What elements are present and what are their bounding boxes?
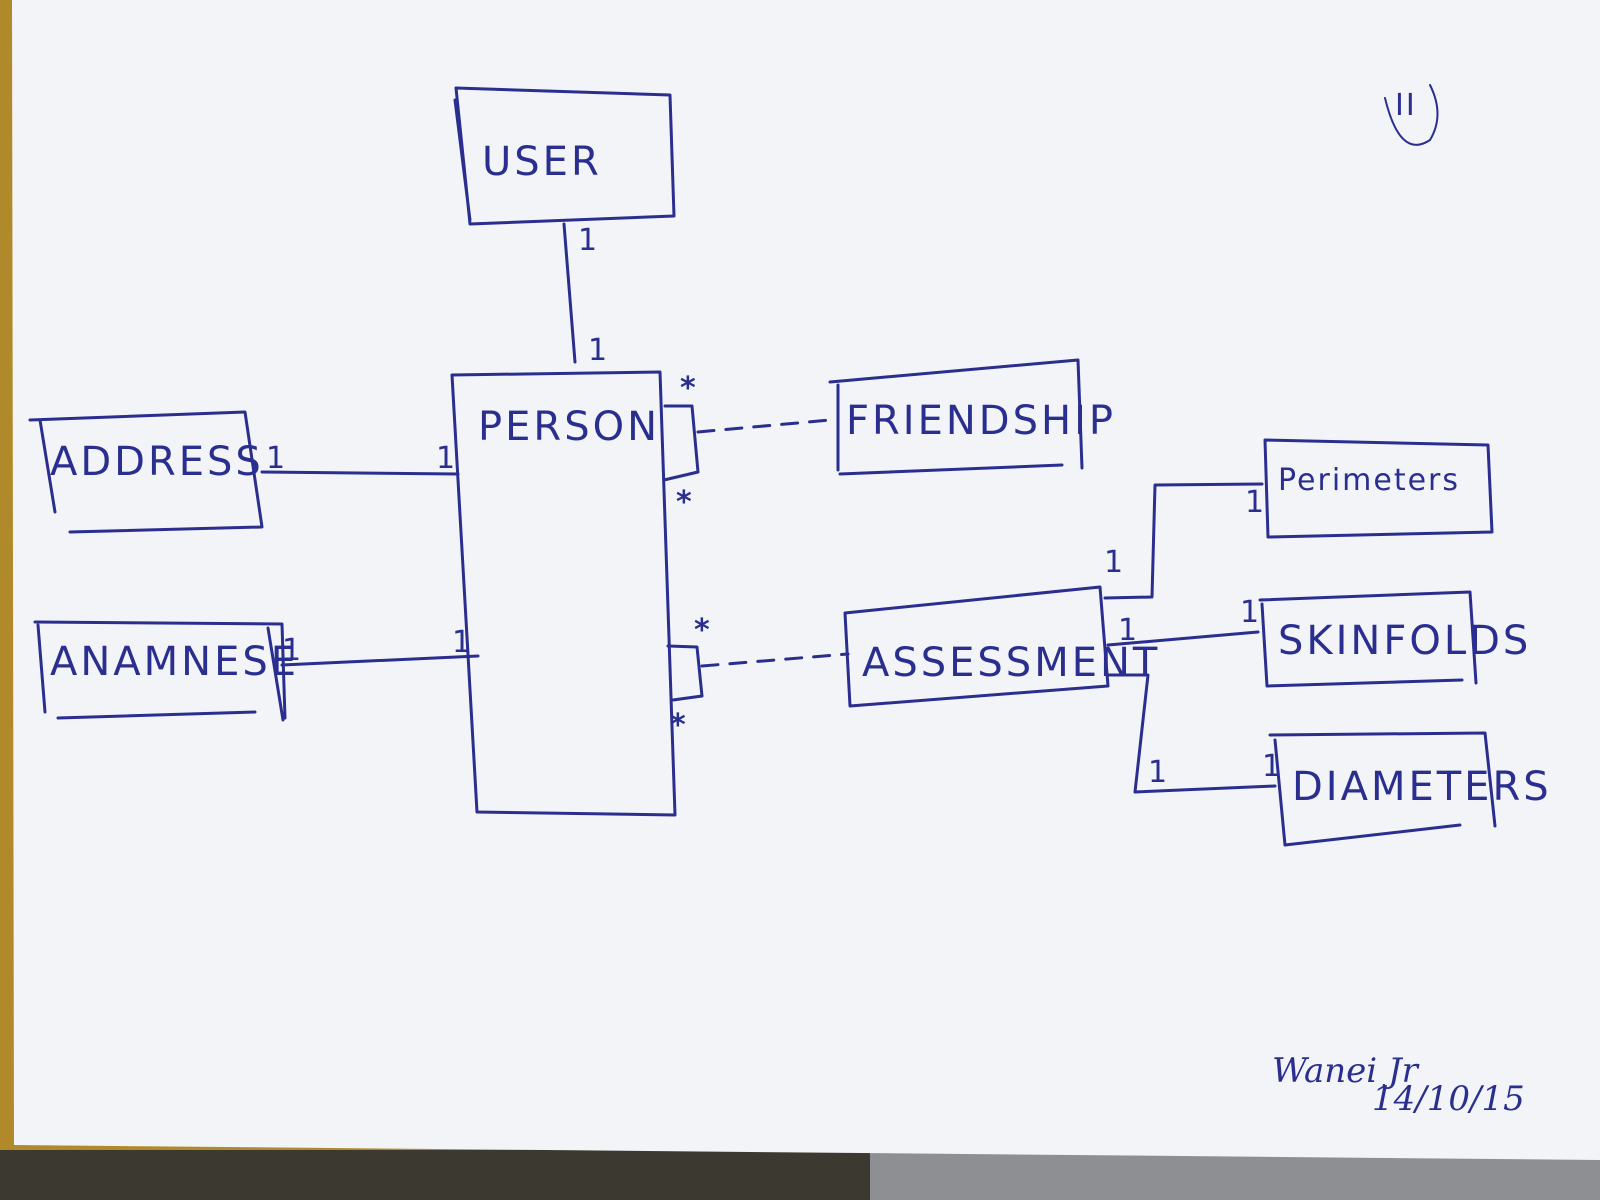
person-top-mult: 1 <box>588 333 609 368</box>
user-end-mult: 1 <box>578 223 599 258</box>
user-label: USER <box>482 139 602 185</box>
assessment-mult-bottom: * <box>670 708 686 743</box>
friendship-mult-top: * <box>680 371 696 406</box>
perimeters-entity[interactable]: Perimeters <box>1263 438 1494 539</box>
perimeters-label: Perimeters <box>1278 463 1460 498</box>
address-label: ADDRESS <box>50 439 264 485</box>
skinfolds-end-mult: 1 <box>1240 595 1261 630</box>
anamnese-entity[interactable]: ANAMNESE <box>33 620 299 722</box>
person-anamnese-mult: 1 <box>452 625 473 660</box>
assessment-mult-top: * <box>694 613 710 648</box>
assessment-skinfolds-link: 1 1 <box>1106 595 1261 648</box>
person-address-mult: 1 <box>436 441 457 476</box>
signature-date: 14/10/15 <box>1372 1079 1525 1119</box>
assessment-perimeters-mult: 1 <box>1104 545 1125 580</box>
perimeters-end-mult: 1 <box>1245 485 1266 520</box>
page-mark: II <box>1384 84 1439 146</box>
signature: Wanei Jr 14/10/15 <box>1272 1051 1525 1119</box>
diameters-label: DIAMETERS <box>1292 764 1552 810</box>
assessment-diameters-mult: 1 <box>1148 755 1169 790</box>
friendship-entity[interactable]: FRIENDSHIP <box>828 358 1116 476</box>
address-end-mult: 1 <box>266 441 287 476</box>
paper-sheet <box>12 0 1600 1160</box>
skinfolds-label: SKINFOLDS <box>1278 618 1531 664</box>
skinfolds-entity[interactable]: SKINFOLDS <box>1258 590 1531 688</box>
person-entity[interactable]: PERSON <box>450 370 677 817</box>
signature-name: Wanei Jr <box>1272 1051 1420 1091</box>
anamnese-person-link: 1 1 <box>280 625 480 668</box>
assessment-entity[interactable]: ASSESSMENT <box>843 585 1160 708</box>
assessment-skinfolds-mult: 1 <box>1118 613 1139 648</box>
person-label: PERSON <box>478 404 660 450</box>
anamnese-end-mult: 1 <box>282 633 303 668</box>
anamnese-label: ANAMNESE <box>50 639 299 685</box>
address-entity[interactable]: ADDRESS <box>28 410 264 534</box>
diameters-entity[interactable]: DIAMETERS <box>1268 731 1552 847</box>
friendship-label: FRIENDSHIP <box>846 398 1116 444</box>
assessment-association: * * <box>666 613 850 743</box>
friendship-mult-bottom: * <box>676 485 692 520</box>
page-mark-text: II <box>1395 88 1417 123</box>
user-entity[interactable]: USER <box>453 86 676 226</box>
assessment-label: ASSESSMENT <box>862 640 1160 686</box>
user-person-link: 1 1 <box>562 222 609 368</box>
friendship-association: * * <box>662 371 832 520</box>
address-person-link: 1 1 <box>260 441 460 476</box>
assessment-perimeters-link: 1 1 <box>1103 482 1266 600</box>
